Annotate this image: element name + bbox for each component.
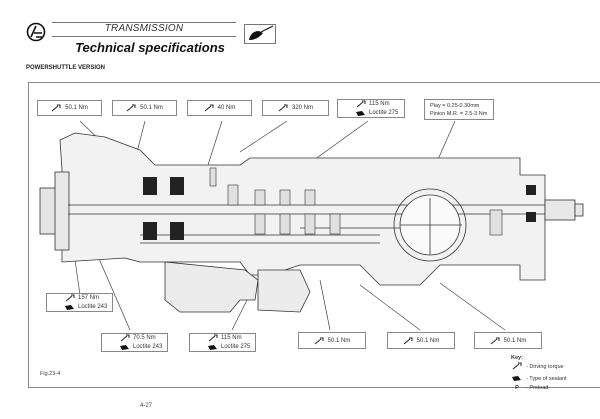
brand-logo-icon <box>26 22 46 42</box>
figure-frame <box>28 82 600 388</box>
torque-wrench-icon <box>65 294 75 302</box>
torque-sealant-callout: 157 Nm Loctite 243 <box>46 293 113 312</box>
torque-wrench-icon <box>208 334 218 342</box>
key-label: - Driving torque <box>526 364 564 371</box>
sealant-type: Loctite 243 <box>78 304 108 310</box>
torque-value: 50.1 Nm <box>140 105 163 111</box>
sealant-type: Loctite 275 <box>221 344 251 350</box>
key-title: Key: <box>511 355 523 361</box>
key-item: - Type of sealant <box>511 374 567 385</box>
torque-value: 115 Nm <box>221 335 242 341</box>
torque-wrench-icon <box>490 337 500 345</box>
play-value: Play = 0.25-0.30mm <box>430 103 480 109</box>
key-item: P - Preload <box>511 385 567 392</box>
torque-wrench-icon <box>356 100 366 108</box>
key-label: - Preload <box>526 385 549 392</box>
sealant-tube-icon <box>120 343 130 351</box>
page-number: 4-27 <box>140 403 153 409</box>
torque-value: 115 Nm <box>369 101 390 107</box>
sealant-tube-icon <box>356 109 366 117</box>
sealant-tube-icon <box>511 374 523 385</box>
torque-value: 50.1 Nm <box>416 337 440 344</box>
torque-wrench-icon <box>314 337 324 345</box>
torque-value: 50.1 Nm <box>65 105 88 111</box>
torque-sealant-callout: 70.5 Nm Loctite 243 <box>101 333 168 352</box>
torque-value: 50.1 Nm <box>503 337 527 344</box>
torque-sealant-callout: 115 Nm Loctite 275 <box>189 333 256 352</box>
torque-value: 70.5 Nm <box>133 335 156 341</box>
torque-callout: 40 Nm <box>187 100 252 116</box>
torque-value: 157 Nm <box>78 295 100 301</box>
torque-wrench-icon <box>120 334 130 342</box>
torque-wrench-icon <box>204 104 214 112</box>
play-note: Play = 0.25-0.30mm Pinion M.R. = 2.5-3 N… <box>424 99 494 120</box>
torque-callout: 320 Nm <box>262 100 329 116</box>
torque-wrench-icon <box>403 337 413 345</box>
torque-wrench-icon <box>51 104 61 112</box>
torque-sealant-callout: 115 Nm Loctite 275 <box>337 99 405 118</box>
section-title: TRANSMISSION <box>104 23 184 34</box>
torque-value: 40 Nm <box>217 105 236 111</box>
torque-wrench-icon <box>511 362 523 373</box>
lubrication-icon <box>244 24 276 44</box>
pinion-value: Pinion M.R. = 2.5-3 Nm <box>430 110 488 117</box>
torque-value: 320 Nm <box>291 105 313 111</box>
torque-callout: 50.1 Nm <box>474 332 542 349</box>
torque-callout: 50.1 Nm <box>112 100 177 116</box>
torque-value: 50.1 Nm <box>327 337 351 344</box>
torque-callout: 50.1 Nm <box>37 100 102 116</box>
key-label: - Type of sealant <box>526 375 567 382</box>
subheading: POWERSHUTTLE VERSION <box>26 65 106 71</box>
sealant-type: Loctite 243 <box>133 344 163 350</box>
sealant-tube-icon <box>208 343 218 351</box>
sealant-type: Loctite 275 <box>369 110 399 116</box>
torque-callout: 50.1 Nm <box>298 332 366 349</box>
legend-key: Key: - Driving torque - Type of sealant … <box>511 355 567 393</box>
figure-label: Fig.23-4 <box>40 371 61 377</box>
sealant-tube-icon <box>65 303 75 311</box>
preload-symbol: P <box>515 385 519 392</box>
torque-wrench-icon <box>126 104 136 112</box>
page-title: Technical specifications <box>75 40 225 55</box>
header-rule-bottom <box>52 36 236 37</box>
torque-wrench-icon <box>278 104 288 112</box>
header-rule-top <box>52 22 236 23</box>
key-item: - Driving torque <box>511 362 567 373</box>
torque-callout: 50.1 Nm <box>387 332 455 349</box>
